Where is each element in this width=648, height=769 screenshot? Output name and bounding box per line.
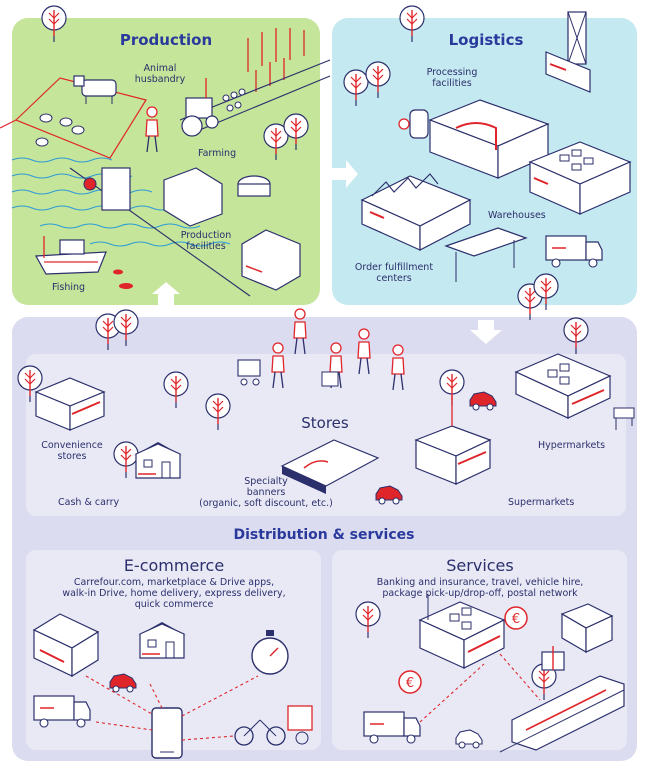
euro-icon	[398, 606, 528, 694]
stores-illustration	[17, 273, 635, 505]
order-fulfillment-label: Order fulfillment centers	[354, 262, 434, 284]
production-facilities-label: Production facilities	[180, 230, 232, 252]
stores-title: Stores	[301, 414, 349, 432]
fishing-label: Fishing	[52, 282, 86, 293]
specialty-banners-label: Specialty banners (organic, soft discoun…	[199, 476, 333, 509]
hypermarkets-label: Hypermarkets	[538, 440, 606, 451]
stopwatch-icon	[251, 630, 289, 675]
boat-icon	[35, 236, 107, 275]
supermarkets-label: Supermarkets	[508, 497, 575, 508]
ecommerce-description: Carrefour.com, marketplace & Drive apps,…	[62, 577, 286, 610]
cash-carry-label: Cash & carry	[58, 497, 120, 508]
services-description: Banking and insurance, travel, vehicle h…	[376, 577, 584, 599]
processing-building	[398, 99, 550, 179]
production-title: Production	[119, 31, 213, 49]
warehouses-label: Warehouses	[488, 210, 546, 221]
arrow-right-icon	[330, 160, 358, 188]
tractor-icon	[181, 78, 219, 137]
gift-icon	[541, 646, 565, 671]
ecommerce-illustration	[32, 613, 313, 759]
processing-facilities-label: Processing facilities	[426, 67, 478, 89]
farming-label: Farming	[198, 148, 237, 159]
smartphone-icon	[151, 707, 183, 759]
train-icon	[499, 675, 625, 753]
ecommerce-title: E-commerce	[123, 556, 225, 575]
cow-icon	[73, 75, 117, 104]
logistics-title: Logistics	[448, 31, 524, 49]
services-illustration: € €	[355, 594, 625, 753]
services-title: Services	[446, 556, 514, 575]
arrow-down-icon	[470, 320, 502, 344]
animal-husbandry-label: Animal husbandry	[134, 63, 186, 85]
package-icon	[560, 603, 614, 654]
svg-text:€: €	[406, 676, 414, 691]
convenience-stores-label: Convenience stores	[41, 440, 103, 462]
production-illustration	[0, 5, 331, 297]
svg-text:€: €	[512, 612, 520, 627]
arrow-up-icon	[152, 282, 180, 306]
logistics-illustration	[343, 5, 632, 282]
bicycle-icon	[234, 705, 313, 746]
distribution-title: Distribution & services	[233, 527, 415, 543]
